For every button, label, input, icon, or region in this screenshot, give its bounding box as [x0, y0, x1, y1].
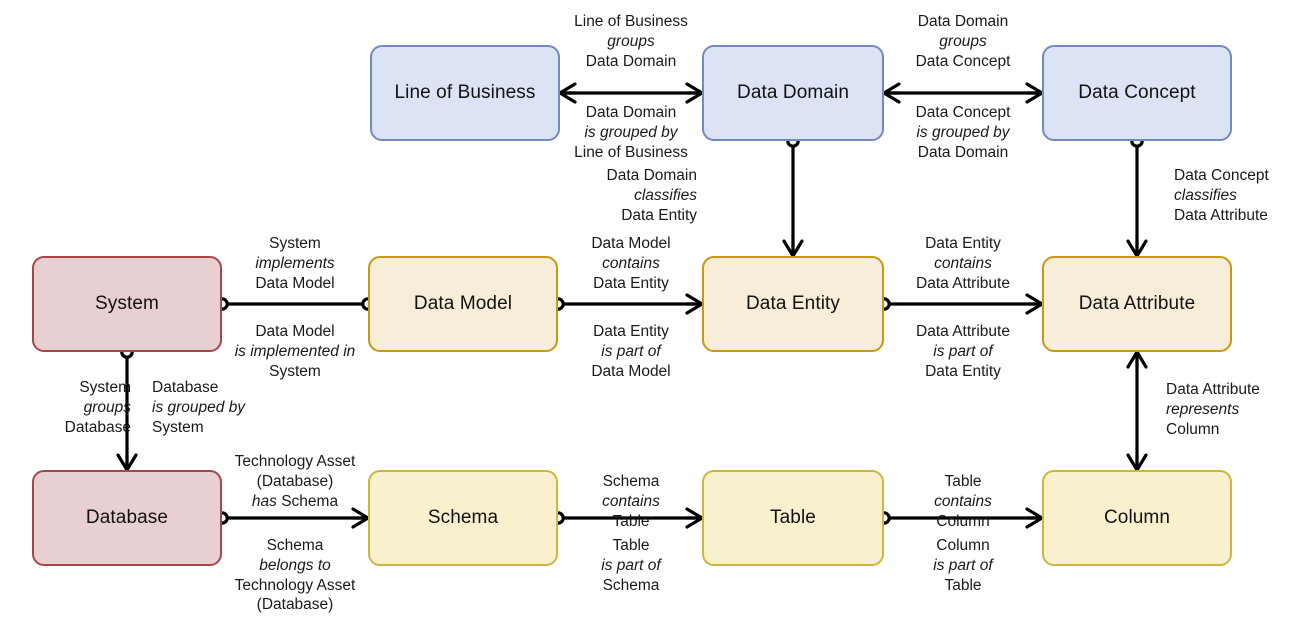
- crowfoot-prong-attribute_column-b-0: [1135, 453, 1148, 472]
- node-data_entity[interactable]: Data Entity: [702, 256, 884, 352]
- crowfoot-prong-domain_concept-a-2: [882, 82, 901, 95]
- node-label: Data Domain: [737, 82, 849, 104]
- crowfoot-prong-concept_attribute-b-2: [1126, 239, 1139, 258]
- crowfoot-prong-lob_domain-a-2: [558, 82, 577, 95]
- node-line_of_business[interactable]: Line of Business: [370, 45, 560, 141]
- edge-attribute_column: [1126, 350, 1148, 472]
- crowfoot-prong-concept_attribute-b-0: [1135, 239, 1148, 258]
- crowfoot-prong-domain_concept-a-0: [882, 91, 901, 104]
- crowfoot-prong-lob_domain-a-0: [558, 91, 577, 104]
- crowfoot-prong-domain_entity-b-0: [791, 239, 804, 258]
- node-label: Schema: [427, 507, 499, 529]
- crowfoot-prong-attribute_column-a-2: [1135, 350, 1148, 369]
- node-data_model[interactable]: Data Model: [368, 256, 558, 352]
- node-system[interactable]: System: [32, 256, 222, 352]
- crowfoot-prong-lob_domain-b-2: [685, 91, 704, 104]
- crowfoot-prong-entity_attribute-b-2: [1025, 302, 1044, 315]
- node-column[interactable]: Column: [1042, 470, 1232, 566]
- edge-domain_concept: [882, 82, 1044, 104]
- edge-database_schema: [215, 507, 370, 529]
- crowfoot-prong-database_schema-b-2: [351, 516, 370, 529]
- node-label: Line of Business: [394, 82, 536, 104]
- node-label: System: [95, 293, 159, 315]
- node-label: Data Attribute: [1078, 293, 1196, 315]
- node-label: Table: [770, 507, 816, 529]
- node-data_concept[interactable]: Data Concept: [1042, 45, 1232, 141]
- crowfoot-prong-model_entity-b-0: [685, 293, 704, 306]
- edge-lob_domain: [558, 82, 704, 104]
- edge-concept_attribute: [1126, 134, 1148, 258]
- node-data_domain[interactable]: Data Domain: [702, 45, 884, 141]
- node-label: Database: [85, 507, 169, 529]
- edge-model_entity: [551, 293, 704, 315]
- node-schema[interactable]: Schema: [368, 470, 558, 566]
- crowfoot-prong-domain_entity-b-2: [782, 239, 795, 258]
- node-table[interactable]: Table: [702, 470, 884, 566]
- crowfoot-prong-system_database-b-0: [125, 453, 138, 472]
- node-database[interactable]: Database: [32, 470, 222, 566]
- crowfoot-prong-domain_concept-b-2: [1025, 91, 1044, 104]
- crowfoot-prong-system_database-b-2: [116, 453, 129, 472]
- crowfoot-prong-model_entity-b-2: [685, 302, 704, 315]
- crowfoot-prong-entity_attribute-b-0: [1025, 293, 1044, 306]
- node-label: Data Concept: [1078, 82, 1196, 104]
- edge-label-forward-database_schema: Technology Asset(Database)has Schema: [234, 453, 356, 510]
- crowfoot-prong-attribute_column-a-0: [1126, 350, 1139, 369]
- node-label: Data Model: [413, 293, 513, 315]
- edge-system_model: [215, 297, 375, 311]
- node-label: Data Entity: [745, 293, 841, 315]
- node-label: Column: [1103, 507, 1171, 529]
- crowfoot-prong-lob_domain-b-0: [685, 82, 704, 95]
- crowfoot-prong-attribute_column-b-2: [1126, 453, 1139, 472]
- edge-domain_entity: [782, 134, 804, 258]
- crowfoot-prong-domain_concept-b-0: [1025, 82, 1044, 95]
- edge-entity_attribute: [877, 293, 1044, 315]
- node-data_attribute[interactable]: Data Attribute: [1042, 256, 1232, 352]
